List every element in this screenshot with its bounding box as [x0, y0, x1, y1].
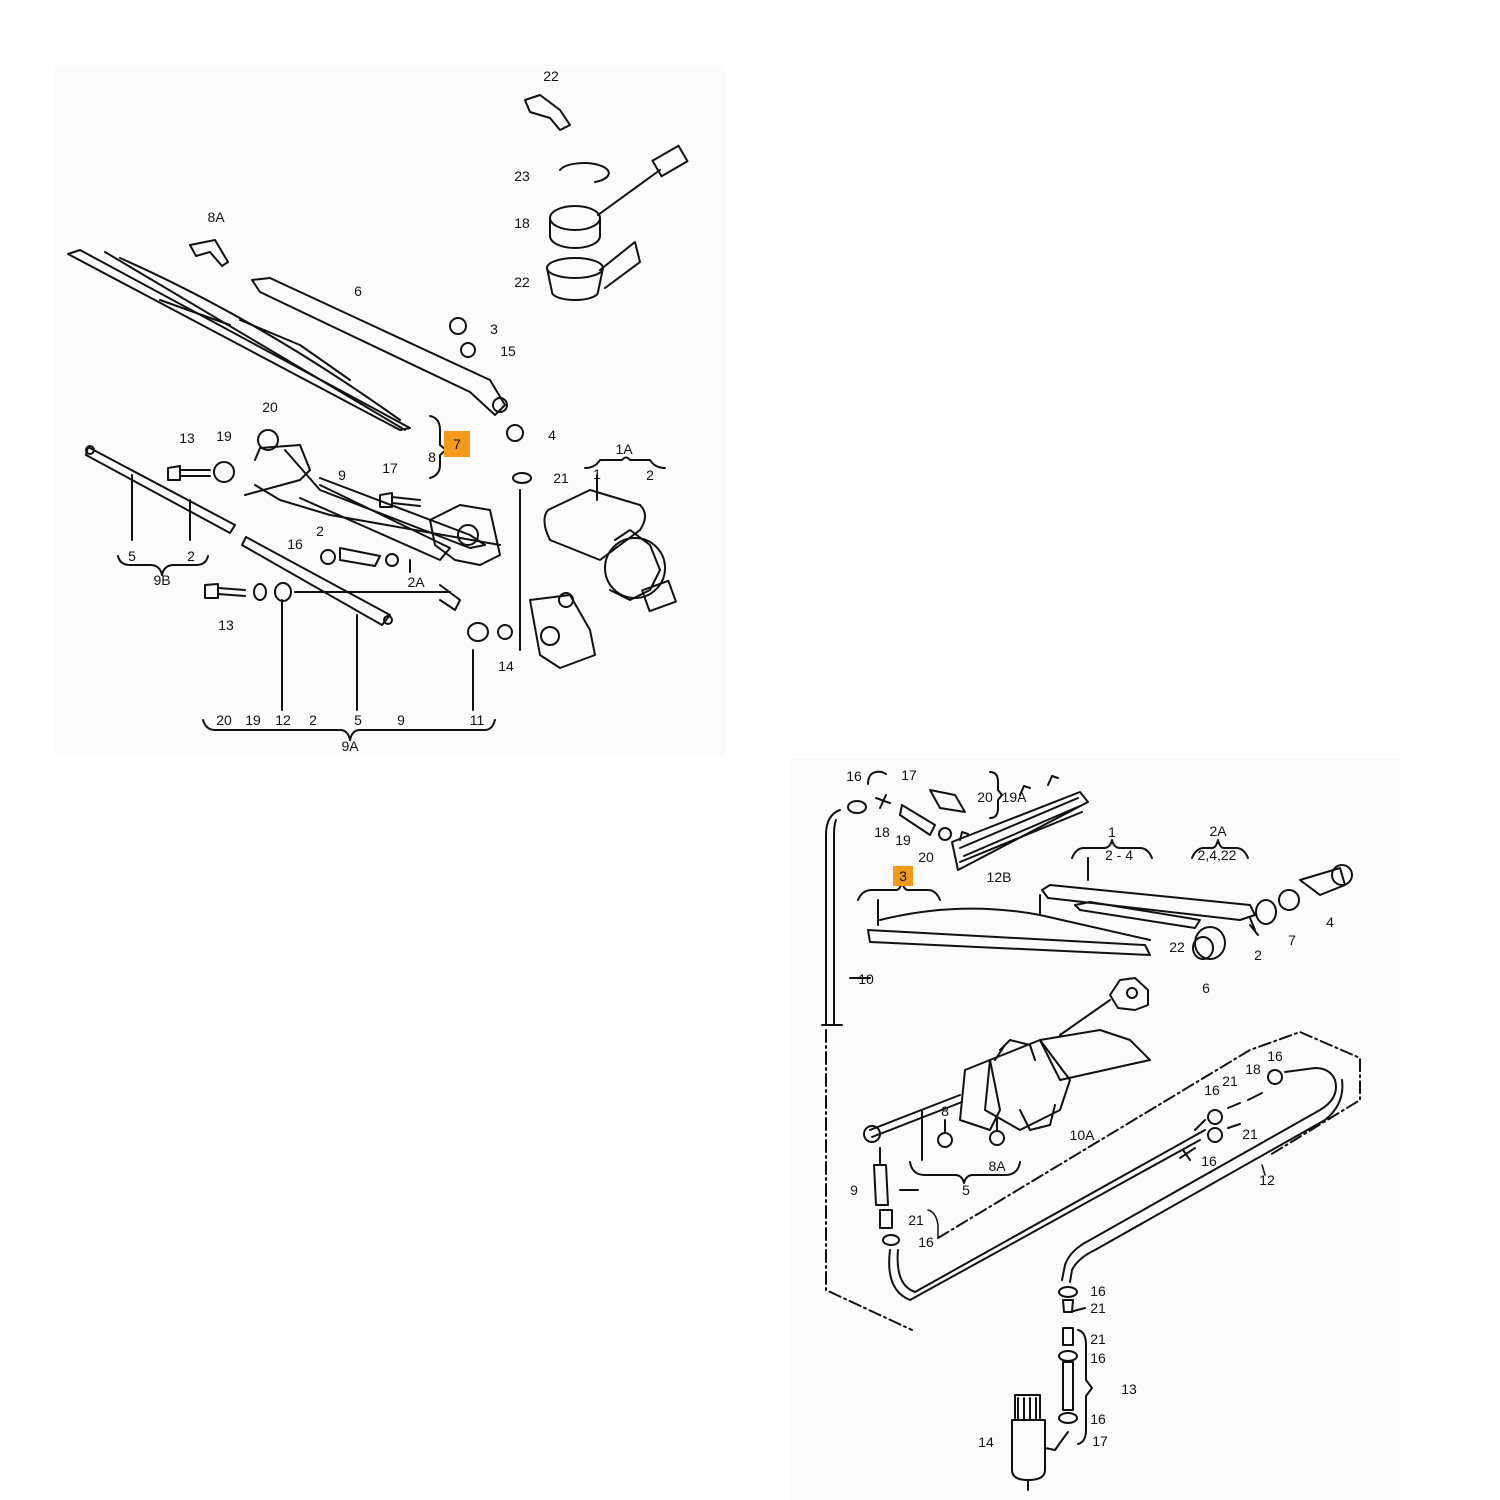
part-label: 10A — [1069, 1127, 1095, 1143]
part-label: 22 — [514, 274, 530, 290]
part-label: 1 — [593, 466, 601, 482]
part-label: 16 — [287, 536, 303, 552]
part-label: 5 — [354, 712, 362, 728]
part-label: 18 — [874, 824, 890, 840]
part-label: 16 — [846, 768, 862, 784]
part-label: 8 — [941, 1103, 949, 1119]
part-label: 19A — [1001, 789, 1027, 805]
part-label: 16 — [1267, 1048, 1283, 1064]
part-label: 2 — [646, 467, 654, 483]
part-label: 6 — [354, 283, 362, 299]
part-label: 20 — [262, 399, 278, 415]
part-label: 2A — [1209, 823, 1227, 839]
part-label: 5 — [962, 1182, 970, 1198]
part-label: 20 — [918, 849, 934, 865]
part-label: 22 — [543, 68, 559, 84]
part-label: 12B — [986, 869, 1012, 885]
part-label: 9 — [397, 712, 405, 728]
part-label: 17 — [901, 767, 917, 783]
part-label: 17 — [382, 460, 398, 476]
part-label: 21 — [553, 470, 569, 486]
part-label: 2 — [309, 712, 317, 728]
part-label: 2 — [316, 523, 324, 539]
part-label: 8A — [207, 209, 225, 225]
part-label: 8A — [988, 1158, 1006, 1174]
part-label: 21 — [1090, 1300, 1106, 1316]
part-label: 12 — [275, 712, 291, 728]
part-label: 2A — [407, 574, 425, 590]
part-label: 6 — [1202, 980, 1210, 996]
part-label: 4 — [548, 427, 556, 443]
part-label: 1A — [615, 441, 633, 457]
part-label: 16 — [1090, 1411, 1106, 1427]
part-label: 14 — [978, 1434, 994, 1450]
part-label: 2 - 4 — [1104, 847, 1134, 863]
highlighted-part-label: 7 — [444, 431, 470, 457]
part-label: 19 — [245, 712, 261, 728]
part-label: 7 — [1288, 932, 1296, 948]
part-label: 21 — [1222, 1073, 1238, 1089]
part-label: 21 — [1242, 1126, 1258, 1142]
part-label: 2,4,22 — [1197, 847, 1237, 863]
part-label: 20 — [216, 712, 232, 728]
part-label: 19 — [895, 832, 911, 848]
highlighted-part-label: 3 — [893, 866, 913, 886]
part-label: 9A — [341, 738, 359, 754]
part-label: 3 — [490, 321, 498, 337]
part-label: 2 — [1254, 947, 1262, 963]
part-label: 18 — [1245, 1061, 1261, 1077]
part-label: 16 — [1090, 1283, 1106, 1299]
part-label: 5 — [128, 548, 136, 564]
part-label: 16 — [1201, 1153, 1217, 1169]
part-label: 16 — [1204, 1082, 1220, 1098]
part-label: 11 — [469, 712, 485, 728]
part-label: 8 — [428, 449, 436, 465]
part-label: 13 — [1121, 1381, 1137, 1397]
part-label: 2 — [187, 548, 195, 564]
part-label: 21 — [908, 1212, 924, 1228]
part-label: 12 — [1259, 1172, 1275, 1188]
part-label: 9 — [338, 467, 346, 483]
part-label: 17 — [1092, 1433, 1108, 1449]
part-label: 16 — [1090, 1350, 1106, 1366]
part-label: 21 — [1090, 1331, 1106, 1347]
part-label: 13 — [179, 430, 195, 446]
part-label: 10 — [858, 971, 874, 987]
part-label: 23 — [514, 168, 530, 184]
part-label: 18 — [514, 215, 530, 231]
part-label: 16 — [918, 1234, 934, 1250]
part-label: 4 — [1326, 914, 1334, 930]
front-wiper-panel — [55, 65, 725, 755]
part-label: 9B — [153, 572, 171, 588]
part-label: 15 — [500, 343, 516, 359]
part-label: 19 — [216, 428, 232, 444]
part-label: 14 — [498, 658, 514, 674]
part-label: 1 — [1108, 824, 1116, 840]
part-label: 13 — [218, 617, 234, 633]
part-label: 22 — [1169, 939, 1185, 955]
part-label: 20 — [977, 789, 993, 805]
part-label: 9 — [850, 1182, 858, 1198]
